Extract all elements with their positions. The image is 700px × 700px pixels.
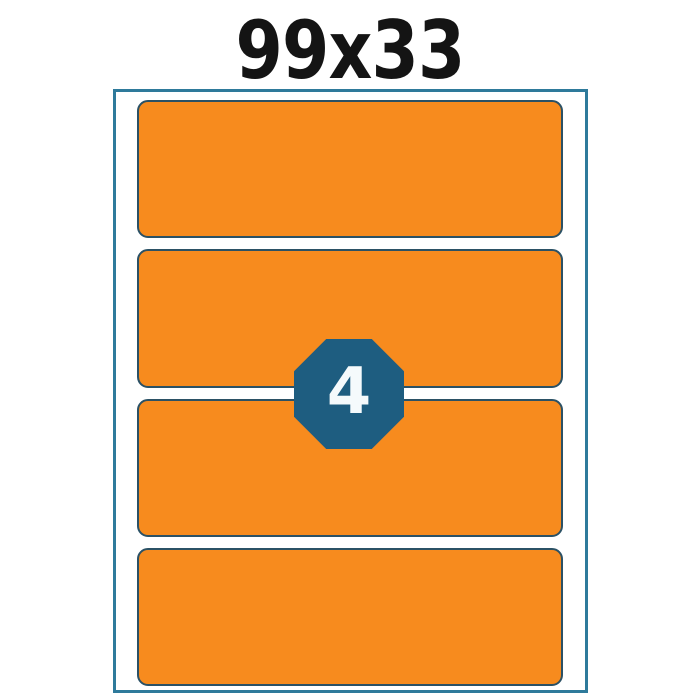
label-cell: [137, 547, 563, 686]
labels-per-sheet-count: 4: [326, 354, 372, 429]
octagon-badge: 4: [294, 339, 404, 449]
page-title: 99x33: [235, 4, 466, 97]
label-cell: [137, 100, 563, 239]
